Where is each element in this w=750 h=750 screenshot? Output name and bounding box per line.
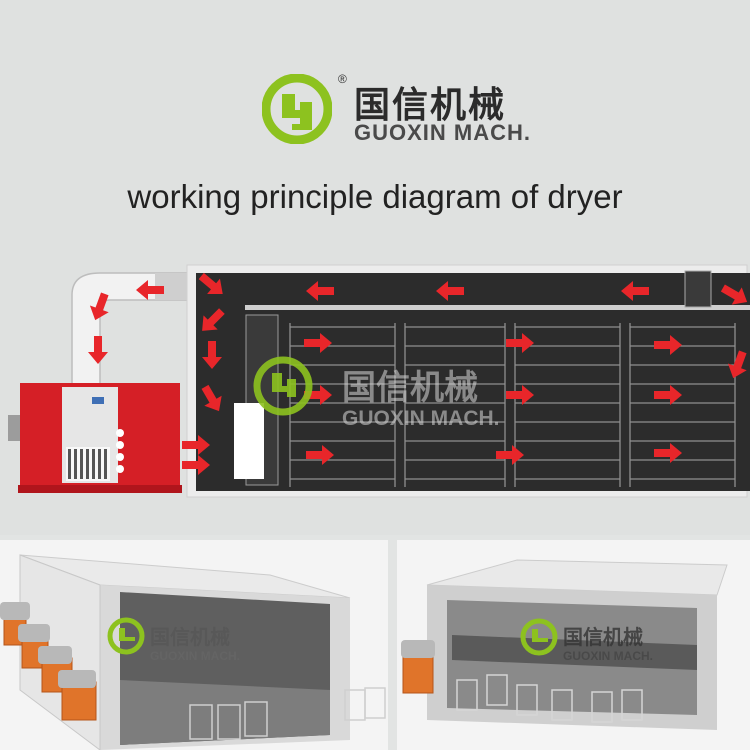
photo-left-watermark-cn: 国信机械 (150, 625, 230, 649)
flow-arrow-icon (654, 335, 682, 355)
brand-name-cn: 国信机械 (354, 85, 507, 126)
registered-mark: ® (338, 72, 347, 86)
flow-arrow-icon (506, 333, 534, 353)
brand-name-en: GUOXIN MACH. (354, 120, 531, 145)
flow-arrow-icon (88, 336, 108, 364)
flow-arrow-icon (202, 308, 225, 331)
flow-arrow-icon (436, 281, 464, 301)
air-inlet-panel (234, 403, 264, 479)
flow-arrow-icon (136, 280, 164, 300)
flow-arrow-icon (182, 435, 210, 455)
flow-arrow-icon (306, 281, 334, 301)
flow-arrow-icon (202, 341, 222, 369)
flow-arrow-icon (201, 384, 222, 412)
airflow-arrows (88, 272, 748, 475)
flow-arrow-icon (621, 281, 649, 301)
logo-mark-icon (262, 74, 332, 144)
diagram-watermark-en: GUOXIN MACH. (342, 407, 500, 430)
flow-arrow-icon (306, 445, 334, 465)
flow-arrow-icon (89, 292, 109, 321)
brand-logo: ® 国信机械 GUOXIN MACH. (262, 70, 562, 150)
flow-arrow-icon (304, 333, 332, 353)
flow-arrow-icon (727, 350, 747, 379)
heat-pump-unit (8, 383, 182, 493)
photo-left-watermark-en: GUOXIN MACH. (150, 649, 240, 663)
flow-arrow-icon (506, 385, 534, 405)
photo-right-watermark-en: GUOXIN MACH. (563, 649, 653, 663)
flow-arrow-icon (654, 443, 682, 463)
diagram-watermark-cn: 国信机械 (342, 368, 478, 408)
tray-racks (289, 323, 736, 487)
flow-arrow-icon (304, 385, 332, 405)
flow-arrow-icon (198, 272, 223, 294)
warehouse-photo-right: 国信机械 GUOXIN MACH. (397, 540, 750, 750)
flow-arrow-icon (720, 284, 748, 305)
warehouse-photo-left: 国信机械 GUOXIN MACH. (0, 540, 388, 750)
flow-arrow-icon (496, 445, 524, 465)
diagram-title: working principle diagram of dryer (127, 178, 623, 215)
dryer-diagram: 国信机械 GUOXIN MACH. (8, 264, 750, 498)
photo-right-watermark-cn: 国信机械 (563, 625, 643, 649)
flow-arrow-icon (654, 385, 682, 405)
flow-arrow-icon (182, 455, 210, 475)
diagram-watermark (253, 356, 313, 416)
